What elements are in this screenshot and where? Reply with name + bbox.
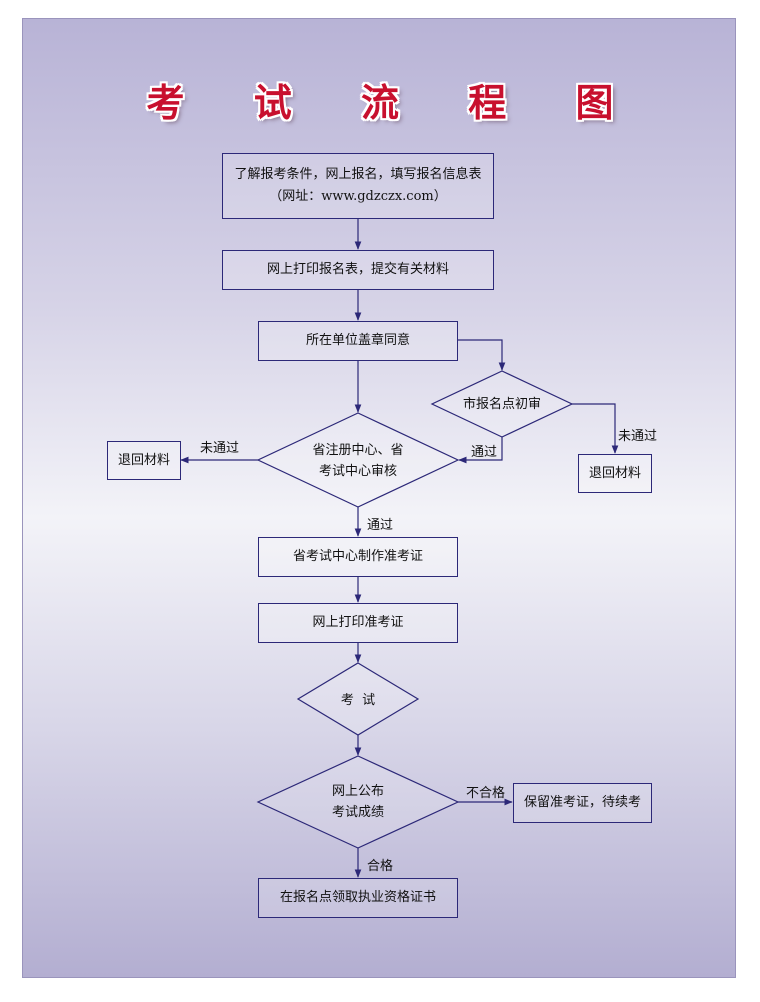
step-register-line1: 了解报考条件，网上报名，填写报名信息表 (234, 167, 482, 182)
step-make-admission-ticket: 省考试中心制作准考证 (258, 537, 458, 577)
results-line2: 考试成绩 (331, 805, 384, 820)
keep-admission-label: 保留准考证，待续考 (523, 795, 641, 810)
poster-background (22, 18, 736, 978)
keep-admission-ticket: 保留准考证，待续考 (513, 783, 652, 823)
results-label: 网上公布 考试成绩 (298, 780, 418, 824)
exam-label: 考 试 (340, 692, 376, 708)
step-print-admission-label: 网上打印准考证 (312, 615, 404, 630)
results-line1: 网上公布 (331, 784, 384, 799)
step-print-admission-ticket: 网上打印准考证 (258, 603, 458, 643)
province-review-line2: 考试中心审核 (318, 464, 397, 479)
step-unit-approval-label: 所在单位盖章同意 (305, 333, 410, 348)
step-register-line2: （网址：www.gdzczx.com） (269, 189, 447, 204)
return-materials-left: 退回材料 (107, 441, 181, 480)
step-unit-approval: 所在单位盖章同意 (258, 321, 458, 361)
return-materials-right: 退回材料 (578, 454, 652, 493)
get-certificate: 在报名点领取执业资格证书 (258, 878, 458, 918)
edge-label-unqualified: 不合格 (466, 786, 506, 801)
return-materials-right-label: 退回材料 (588, 465, 641, 481)
get-certificate-label: 在报名点领取执业资格证书 (279, 890, 436, 905)
province-review-label: 省注册中心、省 考试中心审核 (288, 439, 428, 483)
step-make-admission-label: 省考试中心制作准考证 (292, 549, 423, 564)
edge-label-fail-right: 未通过 (618, 429, 658, 444)
step-print-form-label: 网上打印报名表，提交有关材料 (266, 262, 449, 277)
edge-label-pass-city: 通过 (471, 445, 498, 460)
edge-label-qualified: 合格 (367, 859, 394, 874)
edge-label-pass-province: 通过 (367, 518, 394, 533)
step-print-form: 网上打印报名表，提交有关材料 (222, 250, 494, 290)
return-materials-left-label: 退回材料 (117, 452, 170, 468)
edge-label-fail-left: 未通过 (200, 441, 240, 456)
step-register-online: 了解报考条件，网上报名，填写报名信息表 （网址：www.gdzczx.com） (222, 153, 494, 219)
page-title: 考 试 流 程 图 (146, 80, 642, 125)
city-review-label: 市报名点初审 (462, 396, 541, 412)
province-review-line1: 省注册中心、省 (312, 443, 404, 458)
